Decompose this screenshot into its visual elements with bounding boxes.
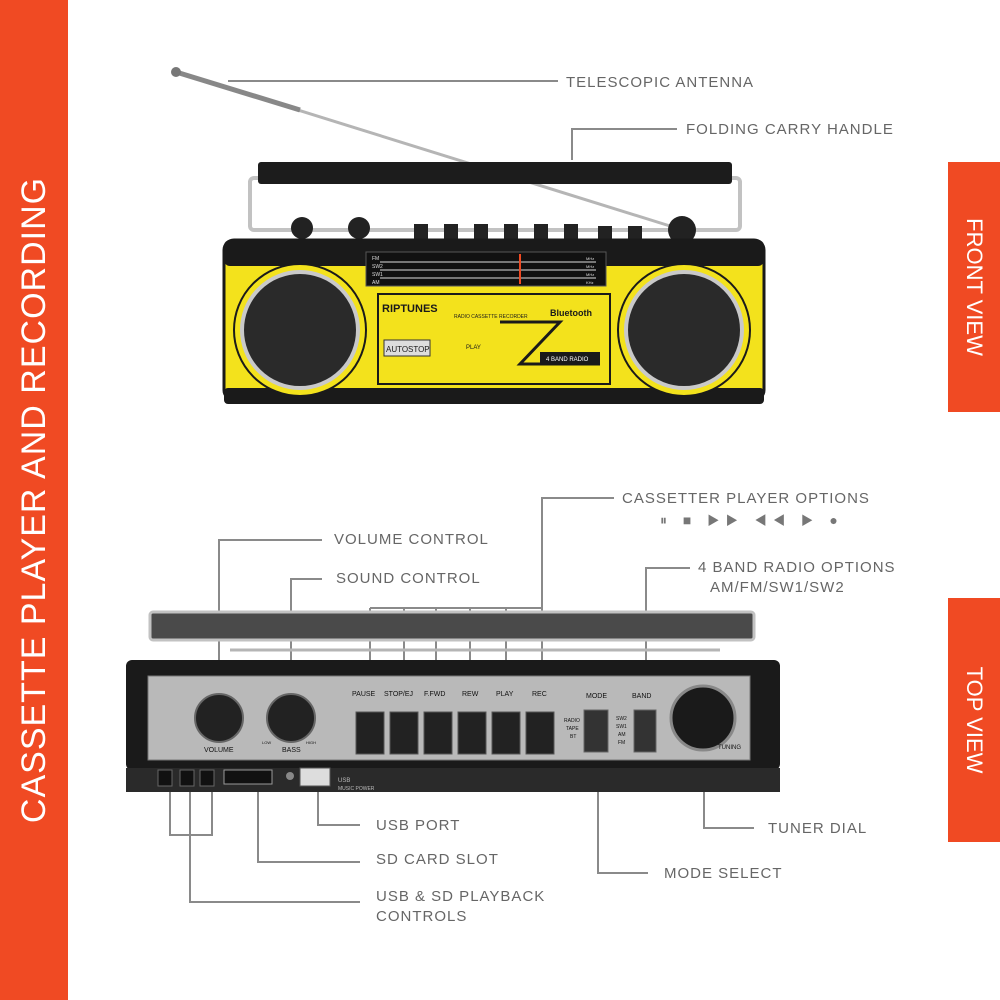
front-brand: RIPTUNES [382,303,438,315]
band-options-callout-1: 4 BAND RADIO OPTIONS [698,559,896,576]
handle-leader [571,128,677,160]
key-rew [457,711,487,755]
lbl-pause: PAUSE [352,691,376,698]
usb-port [299,767,331,787]
lbl-bass: BASS [282,747,301,754]
lbl-band: BAND [632,693,651,700]
top-view-tab: TOP VIEW [948,598,1000,842]
dial-sw1: SW1 [372,272,383,278]
front-autostop-a: AUTO [386,345,408,354]
left-speaker [240,270,360,390]
unit-sw2: MHz [586,264,594,269]
lbl-high: HIGH [306,740,316,745]
mode-opt-tape: TAPE [566,726,579,732]
front-bottom-trim [224,388,764,404]
dial-am: AM [372,280,380,286]
usb-port-callout: USB PORT [376,817,461,834]
autostop-badge [383,339,431,357]
usb-leader [317,790,360,826]
lbl-low: LOW [262,740,271,745]
front-view-tab: FRONT VIEW [948,162,1000,412]
usb-sd-callout-2: CONTROLS [376,908,468,925]
mode-slider [583,709,609,753]
band-opt-sw2: SW2 [616,716,627,722]
usb-sd-callout-1: USB & SD PLAYBACK [376,888,546,905]
sd-leader [257,790,360,863]
key-play [491,711,521,755]
handle-frame [248,176,742,232]
band-options-callout-2: AM/FM/SW1/SW2 [710,579,845,596]
key-ffwd [423,711,453,755]
lbl-play: PLAY [496,691,514,698]
cassette-options-callout: CASSETTER PLAYER OPTIONS [622,490,870,507]
tuner-dial-knob [669,684,737,752]
front-subtitle: RADIO CASSETTE RECORDER [454,314,528,320]
mode-opt-bt: BT [570,734,576,740]
lbl-rew: REW [462,691,479,698]
key-stop [389,711,419,755]
band-opt-sw1: SW1 [616,724,627,730]
lbl-mode: MODE [586,693,607,700]
knob-volume-front [291,217,313,239]
antenna-tip [171,67,181,77]
front-autostop-b: STOP [408,345,430,354]
sound-callout: SOUND CONTROL [336,570,481,587]
front-bluetooth: Bluetooth [550,308,592,318]
top-handle [150,612,754,640]
lbl-tuning: TUNING [718,745,741,751]
key-pause [355,711,385,755]
front-band-tag: 4 BAND RADIO [546,357,589,363]
band-opt-am: AM [618,732,626,738]
band-opt-fm: FM [618,740,625,746]
unit-am: KHz [586,280,594,285]
lbl-ffwd: F.FWD [424,691,445,698]
power-led [286,772,294,780]
lbl-rec: REC [532,691,547,698]
usb-sd-leader [189,835,360,903]
band-slider [633,709,657,753]
tuner-dial-callout: TUNER DIAL [768,820,868,837]
mode-select-callout: MODE SELECT [664,865,783,882]
volume-knob [194,693,244,743]
front-play-tag: PLAY [466,345,481,351]
sd-slot-callout: SD CARD SLOT [376,851,499,868]
right-speaker [624,270,744,390]
volume-callout: VOLUME CONTROL [334,531,489,548]
lbl-volume: VOLUME [204,747,234,754]
cassette-door [377,293,611,385]
key-rec [525,711,555,755]
handle-callout: FOLDING CARRY HANDLE [686,121,894,138]
unit-fm: MHz [586,256,594,261]
dial-fm: FM [372,256,379,262]
bass-knob [266,693,316,743]
antenna-callout: TELESCOPIC ANTENNA [566,74,755,91]
volume-leader [218,539,322,715]
knob-tuning-front [668,216,696,244]
lbl-music-power: MUSIC POWER [338,786,375,792]
mode-leader [597,760,648,874]
tuning-window [365,251,607,287]
lbl-stop: STOP/EJ [384,691,413,698]
side-banner: CASSETTE PLAYER AND RECORDING [0,0,68,1000]
cassette-icons: ⏸ ■ ▶▶ ◀◀ ▶ ● [660,512,844,528]
front-boombox: RIPTUNES RADIO CASSETTE RECORDER Bluetoo… [171,67,766,404]
usb-sd-btn-2 [179,769,195,787]
mode-opt-radio: RADIO [564,718,580,724]
dial-sw2: SW2 [372,264,383,270]
knob-bass-front [348,217,370,239]
cassette-leader [541,497,614,612]
usb-sd-btn-1 [157,769,173,787]
sd-card-slot [223,769,273,785]
unit-sw1: MHz [586,272,594,277]
band-tag-bg [540,352,600,364]
usb-sd-btn-3 [199,769,215,787]
top-boombox: PAUSE STOP/EJ F.FWD REW PLAY REC MODE BA… [126,610,780,792]
lbl-usb: USB [338,778,350,784]
carry-handle [258,162,732,184]
